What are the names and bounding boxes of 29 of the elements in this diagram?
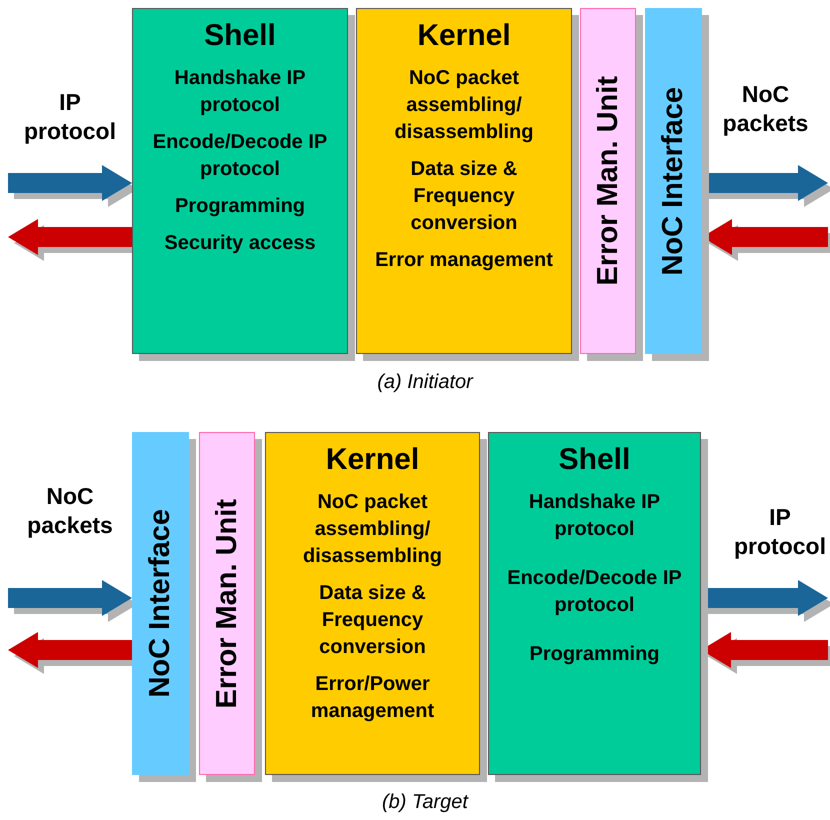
block-label: NoC Interface <box>657 86 690 276</box>
signal-label: IP protocol <box>23 88 117 146</box>
caption: (a) Initiator <box>376 371 474 394</box>
block-item: Security access <box>164 231 316 256</box>
block-item: Error/Power management <box>310 672 436 724</box>
block-label: NoC Interface <box>144 509 177 698</box>
block-item: Programming <box>174 194 306 219</box>
block-arrow <box>8 580 132 616</box>
block-label: Error Man. Unit <box>210 498 244 708</box>
block-item: Handshake IP protocol <box>528 490 662 542</box>
block-item: Encode/Decode IP protocol <box>506 566 683 618</box>
block-heading: Kernel <box>417 19 511 53</box>
block-item: Error management <box>375 248 553 273</box>
block-label: Error Man. Unit <box>592 76 624 286</box>
block-arrow <box>8 165 132 201</box>
block-heading: Shell <box>558 443 630 477</box>
block-item: NoC packet assembling/ disassembling <box>394 66 534 145</box>
block-heading: Shell <box>204 19 276 53</box>
block-item: Data size & Frequency conversion <box>410 157 518 236</box>
block-item: Programming <box>529 642 660 667</box>
signal-label: NoC packets <box>722 80 810 138</box>
block-heading: Kernel <box>326 443 420 477</box>
block-item: NoC packet assembling/ disassembling <box>302 490 443 569</box>
block-item: Data size & Frequency conversion <box>318 581 427 660</box>
block-item: Encode/Decode IP protocol <box>152 130 328 182</box>
signal-label: NoC packets <box>26 482 114 540</box>
signal-label: IP protocol <box>733 503 827 560</box>
caption: (b) Target <box>381 791 470 814</box>
block-item: Handshake IP protocol <box>173 66 307 118</box>
